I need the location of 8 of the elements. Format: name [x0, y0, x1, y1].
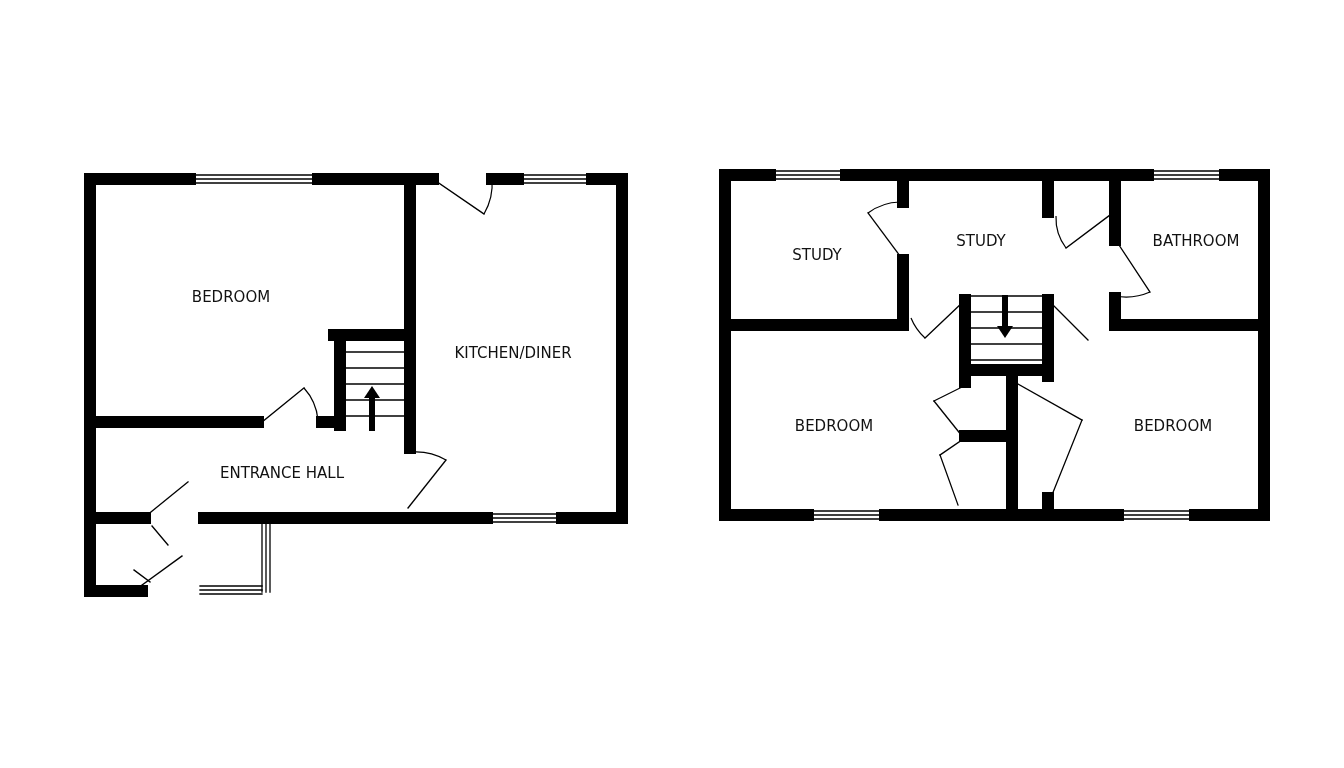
room-label: KITCHEN/DINER: [454, 344, 572, 362]
room-label: BATHROOM: [1152, 232, 1240, 250]
room-label: BEDROOM: [1133, 417, 1213, 435]
room-label: ENTRANCE HALL: [219, 464, 345, 482]
room-label: STUDY: [792, 246, 842, 264]
room-label: STUDY: [956, 232, 1006, 250]
room-label: BEDROOM: [191, 288, 271, 306]
room-label: BEDROOM: [794, 417, 874, 435]
